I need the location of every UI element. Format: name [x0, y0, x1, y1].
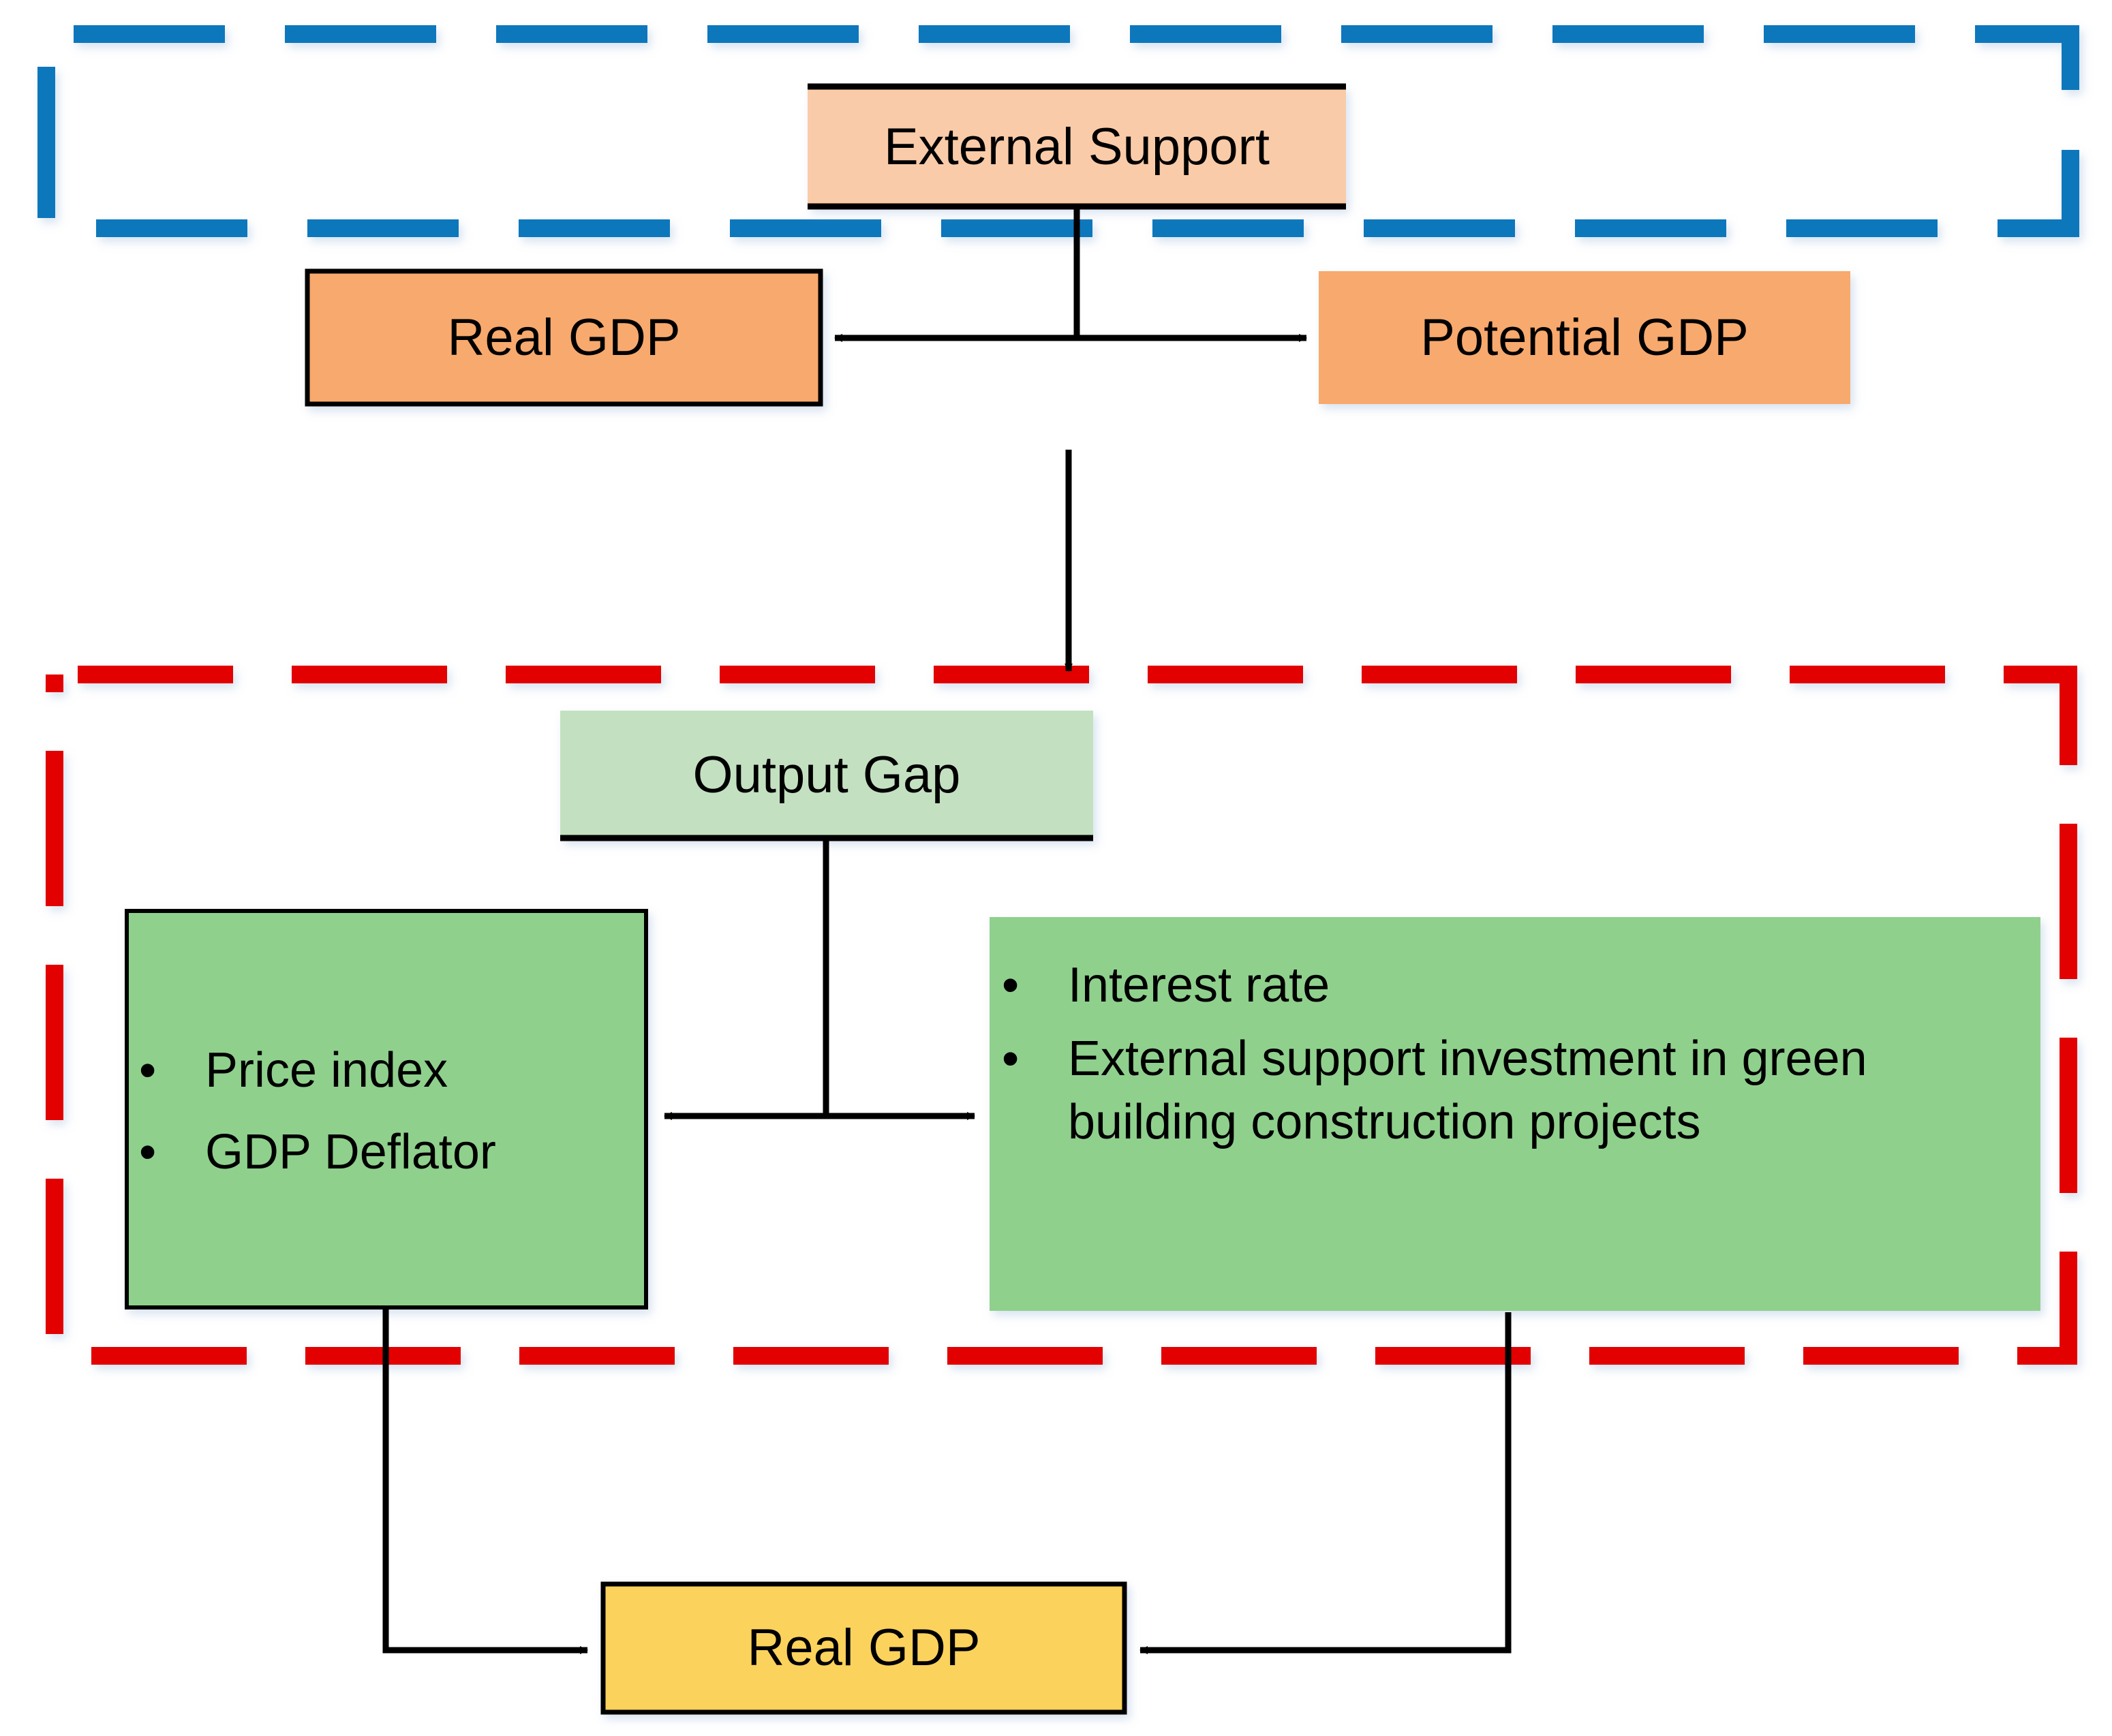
connector-lines: [382, 208, 1512, 1654]
connector-policy-to-realgdp: [1139, 1312, 1512, 1654]
output-gap-box[interactable]: [560, 711, 1093, 841]
real-gdp-bottom-box[interactable]: [600, 1581, 1127, 1715]
external-support-box[interactable]: [808, 83, 1346, 210]
real-gdp-top-box[interactable]: [305, 268, 823, 407]
potential-gdp-box[interactable]: [1319, 271, 1850, 404]
output-gap-group-border: [46, 666, 2077, 1365]
price-indicators-box[interactable]: [125, 909, 648, 1309]
policy-indicators-box[interactable]: [990, 917, 2040, 1311]
connector-price-to-realgdp: [382, 1309, 588, 1654]
supply-demand-group-border: [37, 25, 2079, 237]
